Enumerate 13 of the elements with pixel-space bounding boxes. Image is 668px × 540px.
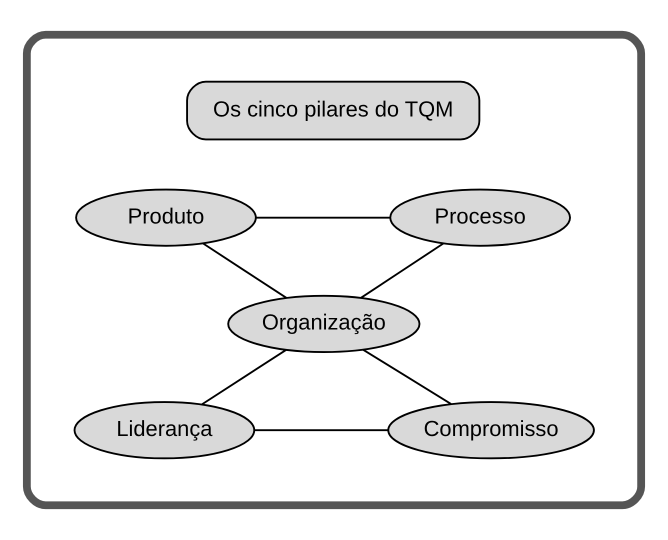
- connector: [362, 348, 452, 405]
- connector: [256, 216, 390, 219]
- connector: [254, 429, 388, 432]
- node-ellipse: Compromisso: [387, 401, 595, 460]
- node-ellipse: Processo: [389, 188, 571, 247]
- node-box: Os cinco pilares do TQM: [186, 80, 480, 140]
- node-ellipse: Produto: [75, 188, 257, 247]
- connector: [360, 242, 444, 299]
- node-ellipse: Liderança: [74, 401, 256, 460]
- connector: [202, 242, 288, 299]
- cluster: [22, 30, 646, 510]
- node-ellipse: Organização: [227, 294, 420, 353]
- connector: [201, 349, 287, 406]
